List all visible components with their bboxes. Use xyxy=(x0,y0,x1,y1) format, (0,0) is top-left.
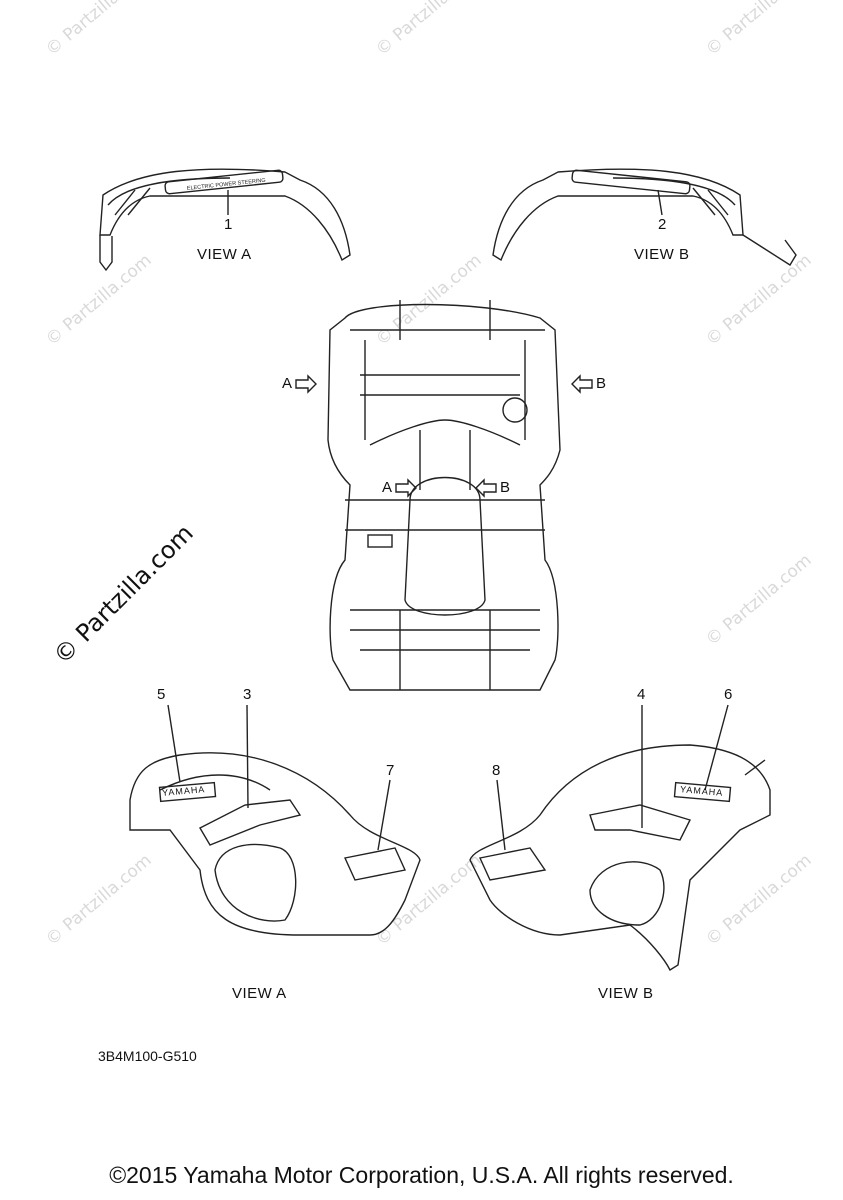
arrow-b-label-inner: B xyxy=(500,479,511,496)
callout-8: 8 xyxy=(492,762,501,779)
callout-5: 5 xyxy=(157,686,166,703)
side-panel-right-view-b xyxy=(469,704,771,972)
diagram-code: 3B4M100-G510 xyxy=(98,1048,197,1064)
atv-top-view xyxy=(295,300,593,691)
view-b-label-bottom: VIEW B xyxy=(598,985,654,1002)
arrow-a-label-outer: A xyxy=(282,375,293,392)
decal-text: ELECTRIC POWER STEERING xyxy=(187,178,266,192)
callout-1: 1 xyxy=(224,216,233,233)
view-a-label-top: VIEW A xyxy=(197,246,252,263)
fender-right-view-b xyxy=(492,168,797,266)
callout-7: 7 xyxy=(386,762,395,779)
callout-3: 3 xyxy=(243,686,252,703)
copyright-notice: ©2015 Yamaha Motor Corporation, U.S.A. A… xyxy=(109,1162,734,1188)
callout-6: 6 xyxy=(724,686,733,703)
callout-4: 4 xyxy=(637,686,646,703)
side-panel-left-view-a xyxy=(129,704,421,936)
view-a-label-bottom: VIEW A xyxy=(232,985,287,1002)
view-b-label-top: VIEW B xyxy=(634,246,690,263)
arrow-b-label-outer: B xyxy=(596,375,607,392)
arrow-a-label-inner: A xyxy=(382,479,393,496)
callout-2: 2 xyxy=(658,216,667,233)
